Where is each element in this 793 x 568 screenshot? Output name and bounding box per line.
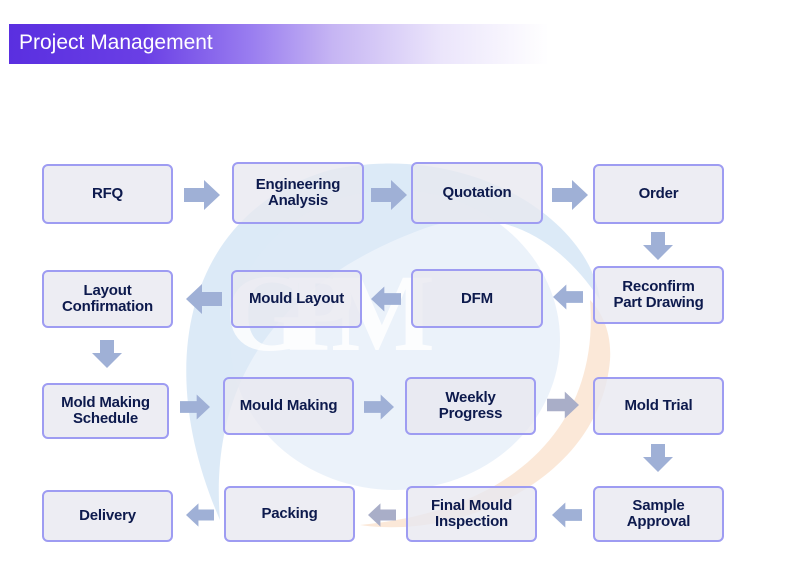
- arrow-down-icon: [643, 444, 673, 472]
- arrow-right-icon: [371, 180, 407, 210]
- arrow-left-icon: [553, 282, 583, 312]
- arrow-left-icon: [368, 500, 396, 530]
- arrow-right-icon: [364, 392, 394, 422]
- step-rfq: RFQ: [42, 164, 173, 224]
- step-mold-trial: Mold Trial: [593, 377, 724, 435]
- arrow-right-icon: [547, 390, 579, 420]
- watermark-blue-disc: [230, 190, 560, 490]
- page-title: Project Management: [19, 31, 213, 54]
- step-packing: Packing: [224, 486, 355, 542]
- step-delivery: Delivery: [42, 490, 173, 542]
- step-dfm: DFM: [411, 269, 543, 328]
- arrow-left-icon: [371, 284, 401, 314]
- arrow-left-icon: [186, 284, 222, 314]
- arrow-right-icon: [552, 180, 588, 210]
- step-quotation: Quotation: [411, 162, 543, 224]
- section-header: Project Management: [9, 24, 549, 64]
- arrow-down-icon: [643, 232, 673, 260]
- arrow-left-icon: [186, 500, 214, 530]
- step-order: Order: [593, 164, 724, 224]
- step-mould-layout: Mould Layout: [231, 270, 362, 328]
- step-mould-making: Mould Making: [223, 377, 354, 435]
- arrow-down-icon: [92, 340, 122, 368]
- arrow-right-icon: [184, 180, 220, 210]
- arrow-right-icon: [180, 392, 210, 422]
- arrow-left-icon: [552, 500, 582, 530]
